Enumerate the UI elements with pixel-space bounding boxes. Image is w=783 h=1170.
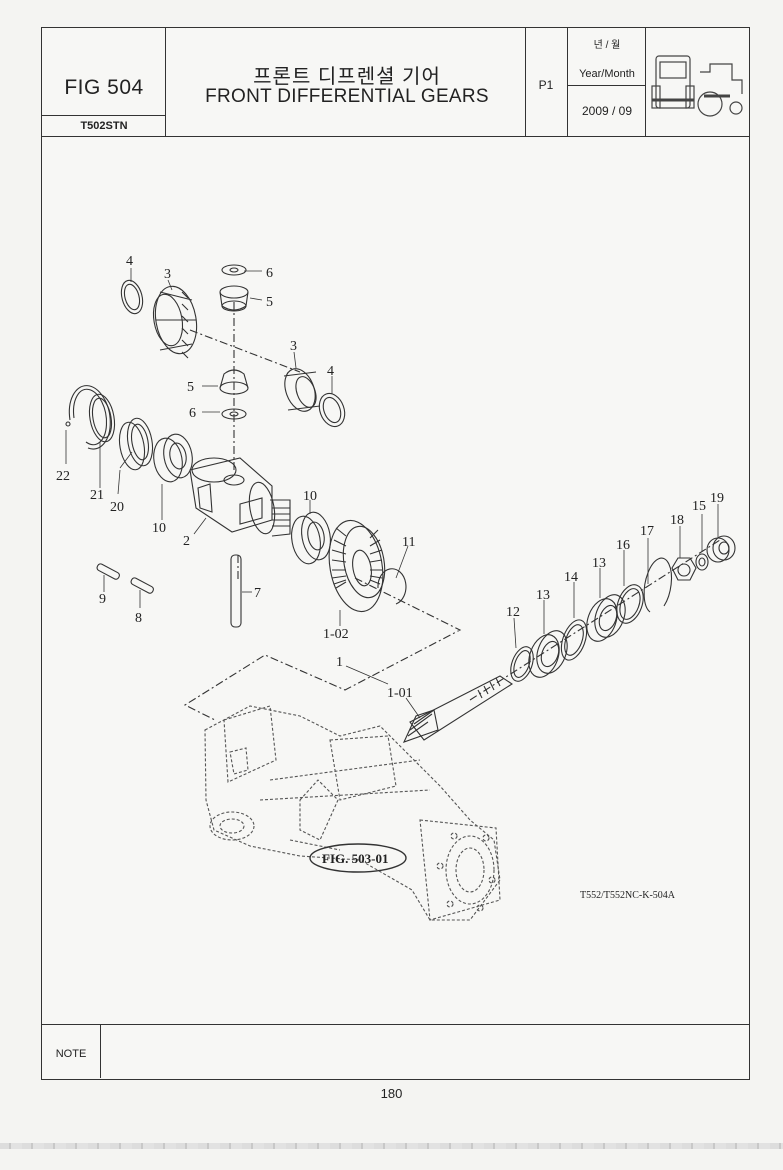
pinion-washer: [221, 408, 247, 420]
callout-label: 5: [187, 380, 194, 395]
scan-artifact-strip: [0, 1143, 783, 1149]
callout-label: 21: [90, 488, 104, 503]
figure-reference: FIG. 503-01: [322, 851, 388, 866]
page-cell: [526, 28, 568, 137]
callout-label: 4: [327, 364, 334, 379]
drawing-reference-code: T552/T552NC-K-504A: [580, 890, 676, 901]
callout-label: 7: [254, 586, 261, 601]
thrust-washer: [318, 392, 346, 428]
title-english: FRONT DIFFERENTIAL GEARS: [205, 86, 489, 107]
callout-label: 11: [402, 535, 415, 550]
year-month-cell: [568, 28, 646, 137]
spacer-ring: [560, 619, 588, 661]
shim-ring: [616, 584, 644, 624]
pinion-shaft: [230, 554, 242, 628]
pinion-gear: [219, 285, 249, 312]
callout-label: 4: [126, 254, 133, 269]
side-gear: [152, 285, 198, 359]
year-month-korean: 년 / 월: [593, 40, 621, 51]
pinion-washer: [221, 264, 247, 276]
fig-number-cell: [42, 28, 166, 137]
assembly-guide-line: [189, 329, 301, 373]
spring-pin: [96, 563, 120, 580]
callout-label: 22: [56, 469, 70, 484]
thrust-washer: [120, 279, 144, 315]
page-number: 180: [380, 1086, 403, 1101]
model-code: T502STN: [80, 120, 128, 132]
fig-number: FIG 504: [64, 76, 144, 99]
drive-pinion-shaft: [402, 675, 514, 743]
taper-bearing: [586, 594, 626, 642]
differential-case: [189, 457, 291, 537]
pinion-gear: [219, 369, 249, 395]
page-frame: FIG 504 T502STN 프론트 디프렌셜 기어 FRONT DIFFER…: [41, 27, 750, 1080]
side-gear: [283, 368, 321, 412]
callout-label: 10: [152, 521, 166, 536]
ball-bearing: [291, 511, 331, 565]
washer: [695, 553, 709, 571]
callout-label: 1-01: [387, 686, 413, 701]
oil-seal: [706, 535, 736, 563]
callout-label: 6: [189, 406, 196, 421]
lock-nut: [671, 557, 697, 581]
callout-label: 15: [692, 499, 706, 514]
callout-label: 9: [99, 592, 106, 607]
page-code: P1: [538, 78, 554, 92]
exploded-parts-diagram: 4 3 6 5 3 4 5 6 22 21 20 10 2 10 11 9 8 …: [56, 254, 736, 921]
callout-label: 3: [290, 339, 297, 354]
callout-leader-lines: [65, 268, 719, 719]
assembly-guide-line: [183, 577, 462, 721]
callout-label: 6: [266, 266, 273, 281]
circlip: [377, 568, 407, 605]
callout-label: 1: [336, 655, 343, 670]
callout-label: 18: [670, 513, 684, 528]
callout-label: 1-02: [323, 627, 349, 642]
callout-label: 13: [592, 556, 606, 571]
callout-label: 19: [710, 491, 724, 506]
date-divider: [568, 85, 646, 86]
shim: [118, 421, 146, 471]
callout-label: 2: [183, 534, 190, 549]
snap-ring: [643, 557, 673, 613]
front-axle-housing-outline: [204, 705, 501, 921]
year-month-english: Year/Month: [579, 68, 635, 80]
note-label-divider: [100, 1024, 101, 1078]
figure-reference-oval: [309, 843, 407, 873]
callout-label: 16: [616, 538, 630, 553]
note-divider: [42, 1024, 749, 1025]
callout-label: 17: [640, 524, 654, 539]
note-label: NOTE: [55, 1048, 87, 1060]
icon-cell: [646, 28, 749, 137]
shim-ring: [88, 393, 116, 443]
catalog-date: 2009 / 09: [581, 104, 633, 118]
callout-label: 10: [303, 489, 317, 504]
ball-bearing: [153, 433, 193, 483]
title-cell: [166, 28, 526, 137]
callout-label: 8: [135, 611, 142, 626]
callout-label: 12: [506, 605, 520, 620]
callout-label: 20: [110, 500, 124, 515]
title-korean: 프론트 디프렌셜 기어: [253, 66, 441, 88]
shim-ring: [510, 646, 534, 682]
callout-label: 3: [164, 267, 171, 282]
callout-label: 14: [564, 570, 578, 585]
model-divider: [42, 115, 166, 116]
snap-ring: [68, 385, 111, 450]
tractor-front-axle-icon: [651, 55, 743, 117]
ring-gear: [328, 519, 386, 613]
taper-bearing: [528, 630, 568, 678]
spring-pin: [130, 577, 154, 594]
callout-label: 13: [536, 588, 550, 603]
callout-label: 5: [266, 295, 273, 310]
